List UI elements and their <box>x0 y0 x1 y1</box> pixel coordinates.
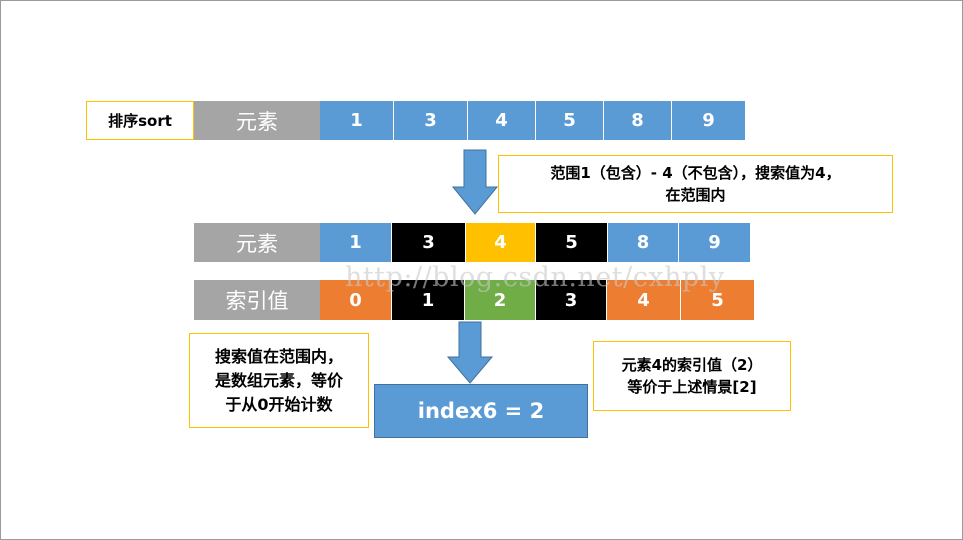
range-note-line1: 范围1（包含）- 4（不包含），搜索值为4， <box>550 164 841 182</box>
row1-cell: 5 <box>536 101 604 140</box>
range-note: 范围1（包含）- 4（不包含），搜索值为4， 在范围内 <box>498 155 893 213</box>
row2-cell: 9 <box>679 223 750 262</box>
row1-cell: 9 <box>672 101 745 140</box>
row2-cell: 8 <box>608 223 679 262</box>
row1-cell: 3 <box>394 101 468 140</box>
sort-label: 排序sort <box>86 101 194 140</box>
index-cell: 5 <box>681 280 754 320</box>
row2-cell-target: 4 <box>466 223 536 262</box>
range-note-line2: 在范围内 <box>665 186 726 204</box>
row2-element-label: 元素 <box>194 223 320 262</box>
search-note: 搜索值在范围内， 是数组元素，等价 于从0开始计数 <box>189 333 369 428</box>
search-note-line2: 是数组元素，等价 <box>214 370 343 390</box>
search-note-line3: 于从0开始计数 <box>225 394 333 414</box>
index-cell: 3 <box>536 280 607 320</box>
index-cell: 0 <box>320 280 392 320</box>
index-note-line2: 等价于上述情景[2] <box>627 378 757 396</box>
down-arrow-icon <box>452 149 498 215</box>
index-cell: 1 <box>392 280 465 320</box>
row1-element-label: 元素 <box>194 101 320 140</box>
row2-cell: 3 <box>392 223 466 262</box>
index-cell: 4 <box>607 280 681 320</box>
index-label: 索引值 <box>194 280 320 320</box>
search-note-line1: 搜索值在范围内， <box>214 346 343 366</box>
row1-cell: 8 <box>604 101 672 140</box>
row2-cell: 5 <box>536 223 608 262</box>
row1-cell: 4 <box>468 101 536 140</box>
row2-cell: 1 <box>320 223 392 262</box>
down-arrow-icon <box>447 321 493 384</box>
index-note: 元素4的索引值（2） 等价于上述情景[2] <box>593 341 791 411</box>
result-box: index6 = 2 <box>374 384 588 438</box>
row1-cell: 1 <box>320 101 394 140</box>
index-note-line1: 元素4的索引值（2） <box>621 356 763 374</box>
index-cell-target: 2 <box>465 280 536 320</box>
